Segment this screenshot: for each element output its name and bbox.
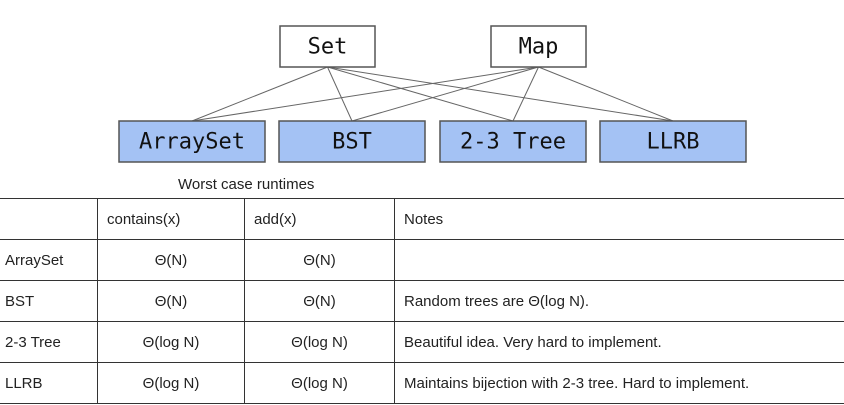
interface-node-map-label: Map (519, 35, 559, 60)
edge-set-llrb (327, 66, 674, 122)
add-runtime: Θ(N) (244, 239, 395, 281)
table-header-contains: contains(x) (97, 198, 245, 240)
table-caption: Worst case runtimes (178, 176, 315, 193)
row-notes (394, 239, 844, 281)
edge-map-bst (351, 66, 539, 122)
add-runtime: Θ(log N) (244, 362, 395, 404)
row-label: LLRB (0, 362, 98, 404)
class-hierarchy-diagram: Set Map ArraySet BST 2-3 Tree LLRB (118, 25, 747, 163)
row-label: BST (0, 280, 98, 322)
edge-set-bst (327, 66, 353, 122)
impl-node-llrb: LLRB (599, 120, 747, 163)
row-notes: Maintains bijection with 2-3 tree. Hard … (394, 362, 844, 404)
table-row: ArraySet Θ(N) Θ(N) (0, 239, 844, 281)
contains-runtime: Θ(N) (97, 280, 245, 322)
table-header-notes: Notes (394, 198, 844, 240)
contains-runtime: Θ(N) (97, 239, 245, 281)
impl-node-arrayset: ArraySet (118, 120, 266, 163)
interface-node-map: Map (490, 25, 587, 68)
impl-node-arrayset-label: ArraySet (139, 130, 245, 155)
row-notes: Random trees are Θ(log N). (394, 280, 844, 322)
table-row: LLRB Θ(log N) Θ(log N) Maintains bijecti… (0, 362, 844, 404)
impl-node-2-3-tree: 2-3 Tree (439, 120, 587, 163)
table-row: 2-3 Tree Θ(log N) Θ(log N) Beautiful ide… (0, 321, 844, 363)
add-runtime: Θ(log N) (244, 321, 395, 363)
table-row: BST Θ(N) Θ(N) Random trees are Θ(log N). (0, 280, 844, 322)
table-header-row: contains(x) add(x) Notes (0, 198, 844, 240)
edge-map-arrayset (191, 66, 539, 122)
impl-node-llrb-label: LLRB (647, 130, 700, 155)
edge-map-tree23 (512, 66, 539, 122)
diagram-edges (191, 66, 674, 122)
row-notes: Beautiful idea. Very hard to implement. (394, 321, 844, 363)
interface-node-set: Set (279, 25, 376, 68)
add-runtime: Θ(N) (244, 280, 395, 322)
edge-map-llrb (538, 66, 674, 122)
row-label: 2-3 Tree (0, 321, 98, 363)
interface-node-set-label: Set (308, 35, 348, 60)
contains-runtime: Θ(log N) (97, 321, 245, 363)
impl-node-bst-label: BST (332, 130, 372, 155)
edge-set-arrayset (191, 66, 328, 122)
table-header-add: add(x) (244, 198, 395, 240)
impl-node-2-3-tree-label: 2-3 Tree (460, 130, 566, 155)
table-header-corner (0, 198, 98, 240)
runtime-table: contains(x) add(x) Notes ArraySet Θ(N) Θ… (0, 198, 844, 404)
contains-runtime: Θ(log N) (97, 362, 245, 404)
edge-set-tree23 (327, 66, 514, 122)
impl-node-bst: BST (278, 120, 426, 163)
row-label: ArraySet (0, 239, 98, 281)
